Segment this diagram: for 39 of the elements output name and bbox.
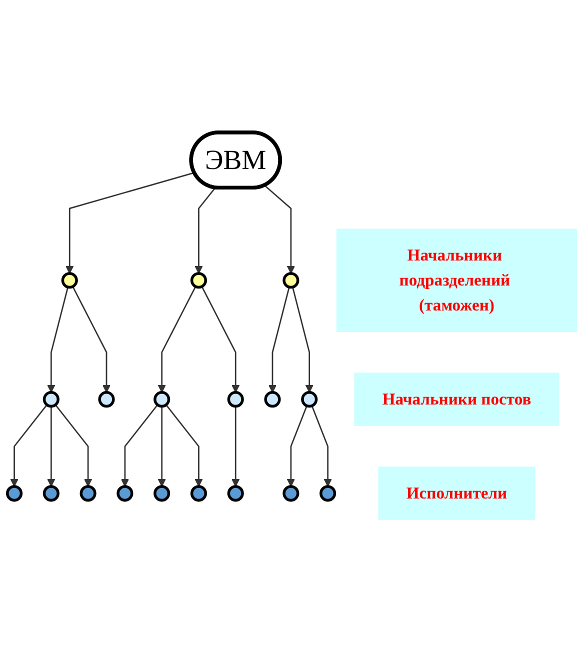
arrow	[158, 406, 166, 488]
node-circle	[116, 486, 134, 502]
arrow	[72, 286, 111, 394]
node-circle	[154, 486, 170, 502]
arrow	[201, 286, 240, 394]
node-circle	[42, 486, 60, 502]
node-circle	[282, 486, 300, 502]
arrow	[47, 406, 56, 488]
node-circle	[282, 272, 300, 290]
node-circle	[61, 272, 78, 290]
arrow	[166, 404, 203, 488]
node-circle	[154, 392, 170, 408]
arrow	[158, 286, 196, 394]
arrow	[268, 287, 290, 394]
arrow	[264, 185, 295, 274]
arrow	[232, 406, 240, 488]
arrow	[47, 287, 69, 394]
arrow	[286, 406, 308, 488]
node-circle	[80, 486, 96, 502]
arrow	[10, 404, 48, 488]
node-circle	[227, 392, 244, 408]
node-box: Исполнители	[378, 467, 536, 521]
arrow	[194, 188, 216, 274]
arrow	[54, 404, 92, 488]
arrow	[120, 404, 158, 488]
node-circle	[301, 392, 318, 408]
node-circle	[264, 392, 281, 408]
node-circle	[6, 486, 23, 502]
arrow	[311, 406, 332, 488]
node-circle	[320, 486, 336, 502]
arrow	[66, 172, 195, 274]
node-circle	[190, 486, 208, 502]
node-circle	[190, 272, 208, 290]
node-circle	[42, 392, 60, 408]
node-box: Начальники подразделений (таможен)	[336, 229, 578, 332]
arrow	[292, 287, 314, 394]
node-circle	[98, 392, 115, 408]
node-box: Начальники постов	[354, 373, 560, 427]
node-circle	[227, 486, 244, 502]
